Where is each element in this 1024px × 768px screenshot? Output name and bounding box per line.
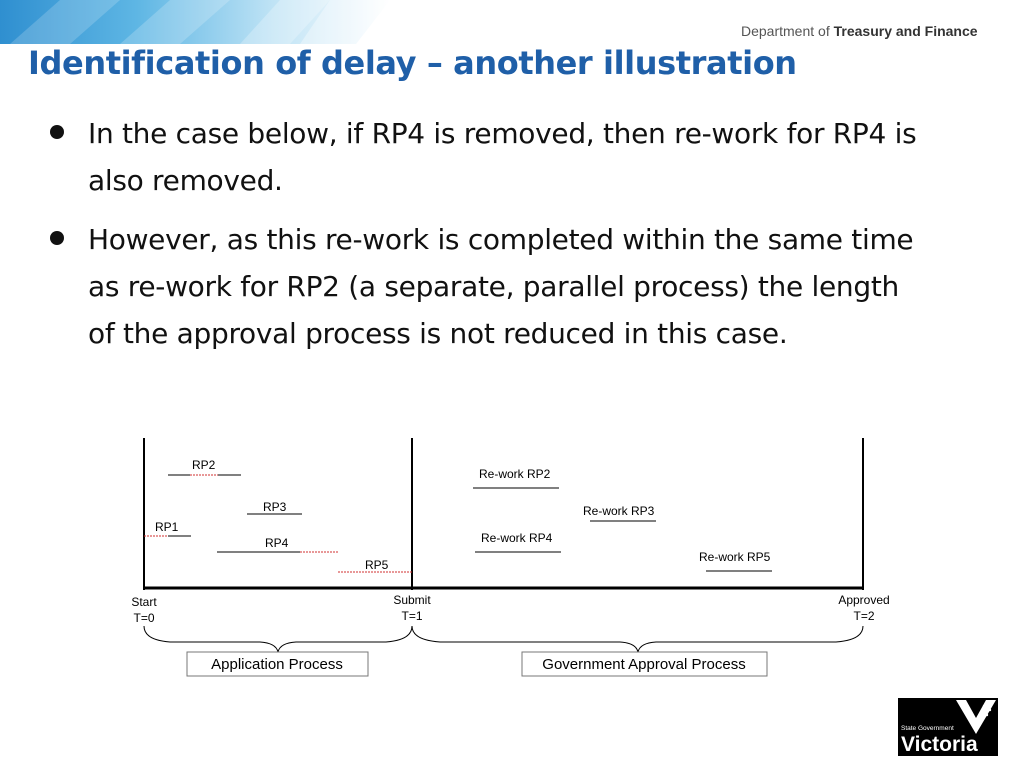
government-brace xyxy=(411,625,864,653)
start-label: Start xyxy=(131,595,157,609)
bullet-list: In the case below, if RP4 is removed, th… xyxy=(40,110,920,369)
rp4-label: RP4 xyxy=(265,536,289,550)
slide-title: Identification of delay – another illust… xyxy=(28,44,797,82)
victoria-logo-line2: Victoria xyxy=(901,733,978,756)
bullet-dot-icon xyxy=(50,231,64,245)
department-label: Department of Treasury and Finance xyxy=(741,23,991,39)
application-brace xyxy=(143,625,413,653)
victoria-logo-line1: State Government xyxy=(901,725,954,732)
application-phase-label: Application Process xyxy=(211,656,343,673)
rp5-label: RP5 xyxy=(365,558,389,572)
rework-rp3-label: Re-work RP3 xyxy=(583,504,655,518)
submit-time-label: T=1 xyxy=(401,609,422,623)
approved-time-label: T=2 xyxy=(853,609,874,623)
start-time-label: T=0 xyxy=(133,611,154,625)
bullet-text-1: In the case below, if RP4 is removed, th… xyxy=(88,117,917,197)
bullet-item-1: In the case below, if RP4 is removed, th… xyxy=(40,110,920,204)
bullet-item-2: However, as this re-work is completed wi… xyxy=(40,216,920,357)
header-banner xyxy=(0,0,390,44)
rp3-label: RP3 xyxy=(263,500,287,514)
department-name: Treasury and Finance xyxy=(833,23,978,39)
government-box xyxy=(521,651,768,677)
victoria-logo: State Government Victoria xyxy=(898,698,998,756)
submit-label: Submit xyxy=(393,593,431,607)
approved-label: Approved xyxy=(838,593,889,607)
rework-rp2-label: Re-work RP2 xyxy=(479,467,551,481)
victoria-logo-v-icon xyxy=(956,700,996,734)
rp2-label: RP2 xyxy=(192,458,216,472)
rp1-label: RP1 xyxy=(155,520,179,534)
bullet-dot-icon xyxy=(50,125,64,139)
rework-rp4-label: Re-work RP4 xyxy=(481,531,553,545)
application-box xyxy=(186,651,369,677)
department-prefix: Department of xyxy=(741,23,830,39)
rework-rp5-label: Re-work RP5 xyxy=(699,550,771,564)
stars-icon xyxy=(977,704,992,718)
bullet-text-2: However, as this re-work is completed wi… xyxy=(88,223,914,350)
timeline-diagram: RP2 RP3 RP1 RP4 RP5 Re-work RP2 Re-work … xyxy=(131,438,890,677)
government-phase-label: Government Approval Process xyxy=(542,656,745,673)
